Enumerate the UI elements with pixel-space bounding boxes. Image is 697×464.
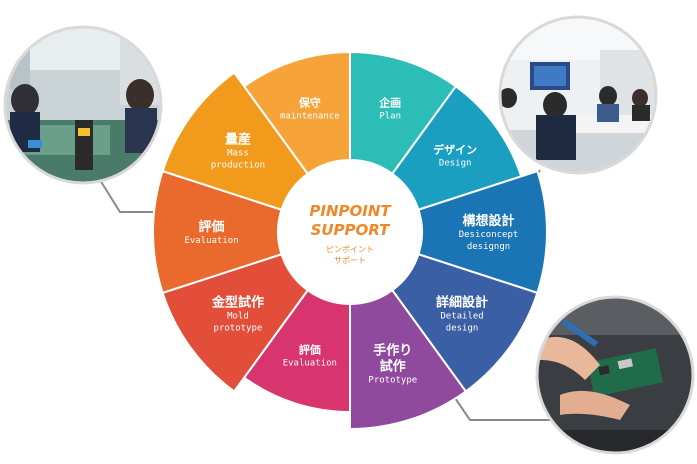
label-detailed-jp: 詳細設計 — [436, 294, 488, 310]
label-mass-en1: production — [211, 161, 265, 171]
label-prototype-jp2: 試作 — [380, 359, 406, 375]
label-concept-en0: Desiconcept — [459, 230, 519, 240]
segment-plan — [349, 50, 458, 176]
label-evaluation1-en0: Evaluation — [184, 236, 238, 246]
label-plan-en0: Plan — [379, 111, 401, 121]
label-maintenance-en0: maintenance — [280, 111, 340, 121]
label-maintenance-jp: 保守 — [298, 95, 321, 109]
label-mass-en0: Mass — [227, 149, 249, 159]
label-mold-en1: prototype — [214, 323, 263, 333]
center-title-line2: SUPPORT — [311, 221, 392, 239]
label-plan-jp: 企画 — [378, 95, 401, 109]
label-design-en0: Design — [439, 159, 472, 169]
label-concept-jp: 構想設計 — [462, 213, 514, 229]
photo-factory — [3, 25, 163, 185]
label-prototype-jp: 手作り — [373, 343, 412, 359]
label-evaluation2-jp: 評価 — [299, 343, 321, 357]
label-evaluation1-jp: 評価 — [198, 219, 224, 235]
connector-hands — [454, 397, 552, 421]
segment-prototype — [349, 288, 468, 431]
photo-meeting — [498, 15, 658, 175]
label-detailed-en1: design — [446, 323, 479, 333]
segment-maintenance — [242, 50, 351, 176]
center-title-line1: PINPOINT — [309, 202, 392, 220]
label-concept-en1: designgn — [467, 242, 510, 252]
label-design-jp: デザイン — [433, 143, 477, 157]
process-ring — [152, 50, 548, 431]
center-hub: PINPOINT SUPPORT ピンポイント サポート — [278, 160, 422, 304]
photo-hands — [535, 295, 695, 455]
label-mass-jp: 量産 — [225, 132, 251, 148]
center-sub-line2: サポート — [334, 256, 366, 265]
label-prototype-en0: Prototype — [368, 376, 417, 386]
center-circle — [278, 160, 422, 304]
center-sub-line1: ピンポイント — [326, 245, 374, 254]
segment-evaluation2 — [242, 288, 351, 414]
label-detailed-en0: Detailed — [440, 311, 483, 321]
label-mold-en0: Mold — [227, 311, 249, 321]
label-evaluation2-en0: Evaluation — [283, 359, 337, 369]
label-mold-jp: 金型試作 — [211, 294, 264, 310]
